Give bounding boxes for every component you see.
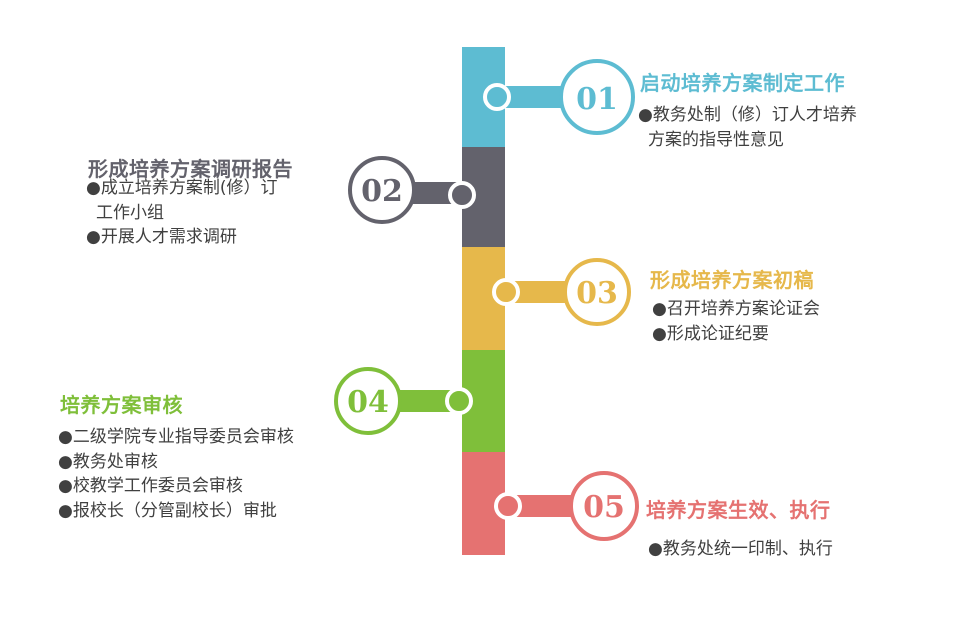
step-number-1: 01 xyxy=(576,82,618,117)
number-ring-3 xyxy=(563,258,631,326)
node-dot-1 xyxy=(483,83,511,111)
bullet-item: ●二级学院专业指导委员会审核 xyxy=(58,427,294,447)
step-number-3: 03 xyxy=(576,276,618,311)
step-bullets-2: ●成立培养方案制(修）订 工作小组 ●开展人才需求调研 xyxy=(86,176,277,250)
step-bullets-1: ●教务处制（修）订人才培养 方案的指导性意见 xyxy=(638,103,857,152)
connector-5 xyxy=(508,495,578,517)
step-title-4: 培养方案审核 xyxy=(60,393,183,417)
bullet-item: ●教务处审核 xyxy=(58,451,158,472)
step-bullets-4: ●二级学院专业指导委员会审核 ●教务处审核 ●校教学工作委员会审核 ●报校长（分… xyxy=(58,425,294,523)
step-bullets-5: ●教务处统一印制、执行 xyxy=(648,537,833,562)
step-title-5: 培养方案生效、执行 xyxy=(646,498,831,522)
step-bullets-3: ●召开培养方案论证会 ●形成论证纪要 xyxy=(652,297,820,346)
bullet-item: ●教务处统一印制、执行 xyxy=(648,539,833,559)
bullet-item: ●成立培养方案制(修）订 xyxy=(86,178,278,198)
node-dot-5 xyxy=(494,492,522,520)
step-number-2: 02 xyxy=(361,174,403,209)
connector-4 xyxy=(385,390,460,412)
bullet-item: 工作小组 xyxy=(96,202,164,223)
bullet-item: ●召开培养方案论证会 xyxy=(652,299,820,319)
connector-3 xyxy=(506,281,568,303)
number-ring-4 xyxy=(334,367,402,435)
step-number-5: 05 xyxy=(583,490,625,525)
node-dot-4 xyxy=(445,387,473,415)
bullet-item: 方案的指导性意见 xyxy=(648,129,784,150)
connector-1 xyxy=(497,86,567,108)
step-title-2: 形成培养方案调研报告 xyxy=(88,157,293,181)
number-ring-1 xyxy=(559,59,635,135)
bullet-item: ●开展人才需求调研 xyxy=(86,227,237,247)
node-dot-2 xyxy=(448,181,476,209)
bullet-item: ●教务处制（修）订人才培养 xyxy=(638,105,857,125)
node-dot-3 xyxy=(492,278,520,306)
number-ring-5 xyxy=(569,471,639,541)
step-number-4: 04 xyxy=(347,385,389,420)
step-title-3: 形成培养方案初稿 xyxy=(650,268,814,292)
bullet-item: ●报校长（分管副校长）审批 xyxy=(58,500,277,521)
number-ring-2 xyxy=(348,156,416,224)
bullet-item: ●形成论证纪要 xyxy=(652,323,769,344)
step-title-1: 启动培养方案制定工作 xyxy=(640,71,845,95)
bullet-item: ●校教学工作委员会审核 xyxy=(58,476,243,496)
